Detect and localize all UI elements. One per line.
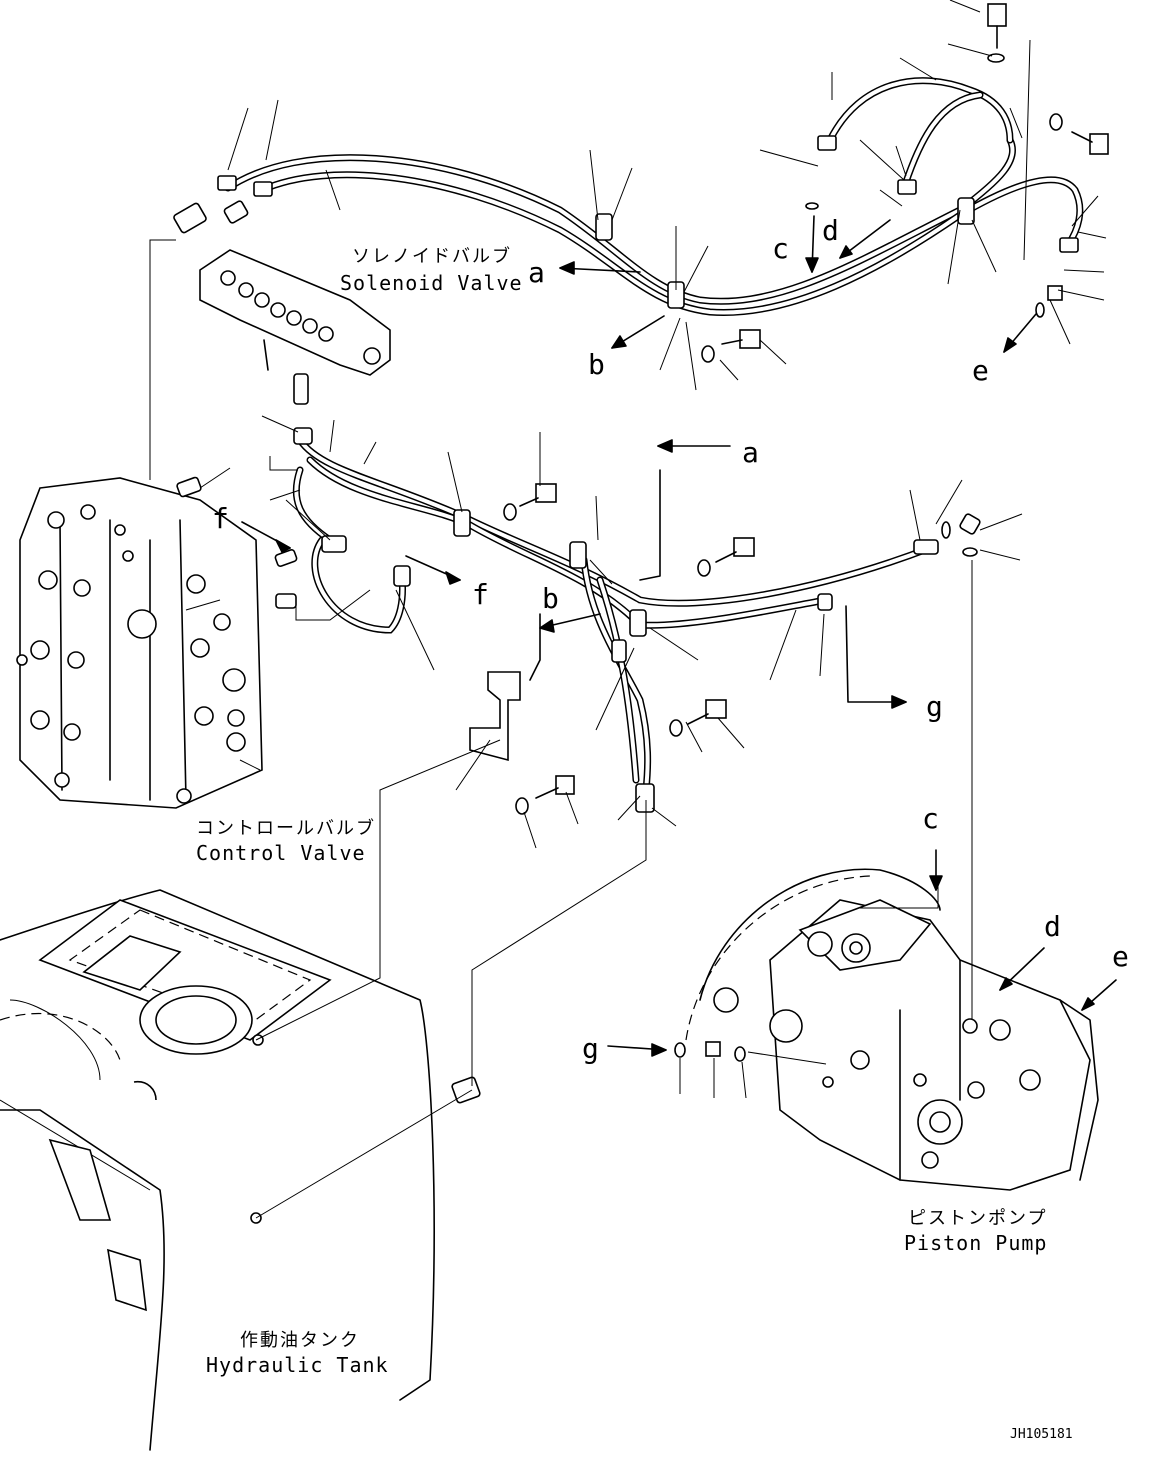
washer-icon	[701, 345, 715, 363]
bolt-icon	[733, 537, 755, 557]
callout-a-mid: a	[742, 436, 759, 469]
hose-fitting-icon	[253, 181, 273, 197]
piston-pump-en-label: Piston Pump	[904, 1231, 1047, 1255]
washer-icon	[503, 503, 517, 521]
clamp-icon	[629, 609, 647, 637]
clamp-icon	[595, 213, 613, 241]
washer-icon	[669, 719, 683, 737]
washer-icon	[515, 797, 529, 815]
hydraulic-tank-en-label: Hydraulic Tank	[206, 1353, 389, 1377]
callout-g-pump: g	[582, 1032, 599, 1065]
hose-fitting-icon	[217, 175, 237, 191]
bolt-icon	[535, 483, 557, 503]
solenoid-valve-en-label: Solenoid Valve	[340, 271, 523, 295]
o-ring-icon	[962, 547, 978, 557]
callout-c-top: c	[772, 232, 789, 265]
hose-fitting-icon	[321, 535, 347, 553]
control-valve-jp-label: コントロールバルブ	[196, 817, 376, 839]
adapter-icon	[176, 476, 202, 498]
o-ring-icon	[734, 1046, 746, 1062]
callout-d-pump: d	[1044, 910, 1061, 943]
clamp-icon	[569, 541, 587, 569]
washer-icon	[1049, 113, 1063, 131]
hose-fitting-icon	[293, 427, 313, 445]
solenoid-valve-jp-label: ソレノイドバルブ	[352, 245, 512, 267]
clamp-icon	[611, 639, 627, 663]
piston-pump-drawing	[607, 560, 1117, 1191]
hose-fitting-icon	[897, 179, 917, 195]
callout-b-top: b	[588, 348, 605, 381]
hose-fitting-icon	[393, 565, 411, 587]
callout-f-mid: f	[472, 578, 489, 611]
adapter-icon	[274, 548, 298, 568]
control-valve-drawing	[16, 239, 371, 809]
callout-c-pump: c	[922, 802, 939, 835]
bolt-icon	[739, 329, 761, 349]
hydraulic-tank-drawing	[0, 739, 647, 1451]
elbow-fitting-icon	[959, 513, 981, 535]
adapter-icon	[705, 1041, 721, 1057]
upper-hose-assembly	[217, 0, 1109, 391]
piston-pump-jp-label: ピストンポンプ	[908, 1208, 1047, 1229]
callout-b-mid: b	[542, 582, 559, 615]
callout-d-top: d	[822, 214, 839, 247]
drawing-number: JH105181	[1010, 1427, 1073, 1442]
bolt-icon	[987, 3, 1007, 27]
hose-fitting-icon	[1059, 237, 1079, 253]
bracket-icon	[469, 671, 521, 762]
o-ring-icon	[674, 1042, 686, 1058]
middle-hose-assembly	[241, 415, 1023, 849]
bolt-icon	[1089, 133, 1109, 155]
callout-f-left: f	[212, 502, 229, 535]
hose-fitting-icon	[817, 593, 833, 611]
callout-e-pump: e	[1112, 940, 1129, 973]
o-ring-icon	[941, 521, 951, 539]
hose-fitting-icon	[817, 135, 837, 151]
adapter-icon	[275, 593, 297, 609]
bolt-icon	[705, 699, 727, 719]
hose-fitting-icon	[635, 783, 655, 813]
o-ring-icon	[805, 202, 819, 210]
hydraulic-tank-jp-label: 作動油タンク	[240, 1330, 360, 1351]
solenoid-valve-drawing	[173, 200, 391, 405]
callout-a-top: a	[528, 256, 545, 289]
clamp-icon	[957, 197, 975, 225]
callout-e-top: e	[972, 354, 989, 387]
callout-g-mid: g	[926, 690, 943, 723]
o-ring-icon	[1035, 302, 1045, 318]
hose-fitting-icon	[913, 539, 939, 555]
adapter-icon	[1047, 285, 1063, 301]
washer-icon	[697, 559, 711, 577]
elbow-fitting-icon	[451, 1076, 481, 1104]
clamp-icon	[453, 509, 471, 537]
control-valve-en-label: Control Valve	[196, 841, 366, 865]
bolt-icon	[555, 775, 575, 795]
